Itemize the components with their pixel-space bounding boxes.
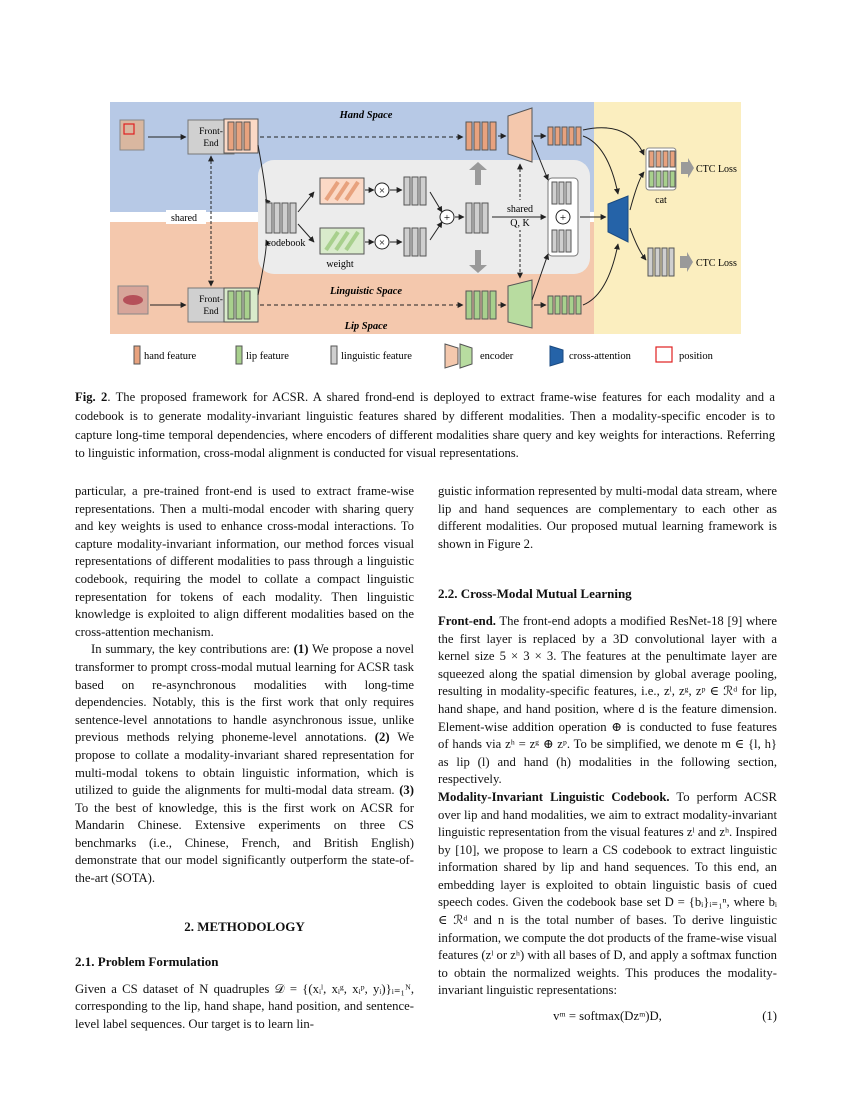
lip-space-label: Lip Space (344, 321, 388, 332)
add-node (439, 209, 455, 225)
svg-text:lip feature: lip feature (246, 351, 289, 362)
caption-text: . The proposed framework for ACSR. A sha… (75, 390, 775, 461)
lip-encoder-output (547, 295, 582, 315)
equation-number: (1) (762, 1009, 777, 1024)
svg-text:+: + (444, 212, 450, 224)
front-end-paragraph: Front-end. The front-end adopts a modifi… (438, 613, 777, 787)
contributions-paragraph: In summary, the key contributions are: (… (75, 642, 414, 886)
shared-label: shared (171, 213, 197, 224)
lip-feature-stack (223, 287, 259, 323)
multiply-top (374, 182, 390, 198)
svg-text:×: × (379, 237, 385, 249)
linguistic-space-label: Linguistic Space (329, 286, 402, 297)
intro-paragraph: particular, a pre-trained front-end is u… (75, 484, 414, 639)
svg-text:position: position (679, 351, 714, 362)
svg-text:Front-: Front- (199, 295, 223, 305)
ctc-loss-top: CTC Loss (696, 164, 737, 175)
hand-feature-stack (223, 118, 259, 154)
svg-text:×: × (379, 185, 385, 197)
position-box (123, 123, 135, 135)
output-linguistic-stack (647, 247, 675, 277)
left-column: particular, a pre-trained front-end is u… (75, 483, 414, 1034)
right-column: guistic information represented by multi… (438, 483, 777, 1034)
linguistic-stack-bottom (403, 227, 427, 257)
codebook-label: codebook (267, 238, 306, 249)
add-node-2 (555, 209, 571, 225)
hand-image (119, 119, 145, 151)
caption-label: Fig. 2 (75, 390, 108, 404)
svg-text:hand feature: hand feature (144, 351, 197, 362)
cross-attention-block (607, 195, 629, 243)
multiply-bottom (374, 234, 390, 250)
hand-encoder (507, 107, 533, 163)
svg-text:Q, K: Q, K (510, 218, 530, 229)
cat-stack (645, 147, 677, 191)
hand-space-label: Hand Space (339, 110, 393, 121)
cat-label: cat (655, 195, 667, 206)
legend: hand feature lip feature linguistic feat… (133, 343, 714, 369)
section-heading-methodology: 2. METHODOLOGY (184, 918, 305, 934)
svg-text:Front-: Front- (199, 127, 223, 137)
subsection-heading-problem: 2.1. Problem Formulation (75, 954, 219, 970)
svg-text:+: + (560, 212, 566, 224)
svg-text:End: End (203, 139, 219, 149)
equation-body: vᵐ = softmax(Dzᵐ)D, (553, 1009, 662, 1024)
codebook-paragraph: Modality-Invariant Linguistic Codebook. … (438, 789, 777, 998)
continuation-paragraph: guistic information represented by multi… (438, 484, 777, 551)
weight-label: weight (326, 259, 353, 270)
hand-encoder-output (547, 126, 582, 146)
svg-text:cross-attention: cross-attention (569, 351, 632, 362)
svg-text:linguistic feature: linguistic feature (341, 351, 412, 362)
svg-text:shared: shared (507, 204, 533, 215)
lip-weight (319, 227, 365, 255)
figure-caption: Fig. 2. The proposed framework for ACSR.… (75, 388, 775, 463)
hand-weight (319, 177, 365, 205)
problem-paragraph: Given a CS dataset of N quadruples 𝒟 = {… (75, 981, 414, 1032)
lip-encoder (507, 279, 533, 329)
framework-figure: Hand Space Linguistic Space Lip Space Fr… (110, 102, 741, 369)
svg-text:End: End (203, 307, 219, 317)
equation-1: vᵐ = softmax(Dzᵐ)D, (1) (438, 1008, 777, 1026)
lip-encoder-input (465, 290, 497, 320)
subsection-heading-mutual-learning: 2.2. Cross-Modal Mutual Learning (438, 586, 632, 602)
svg-text:encoder: encoder (480, 351, 514, 362)
codebook-stack (265, 202, 297, 234)
hand-encoder-input (465, 121, 497, 151)
linguistic-feature-stack (465, 202, 489, 234)
linguistic-stack-top (403, 176, 427, 206)
ctc-loss-bottom: CTC Loss (696, 258, 737, 269)
